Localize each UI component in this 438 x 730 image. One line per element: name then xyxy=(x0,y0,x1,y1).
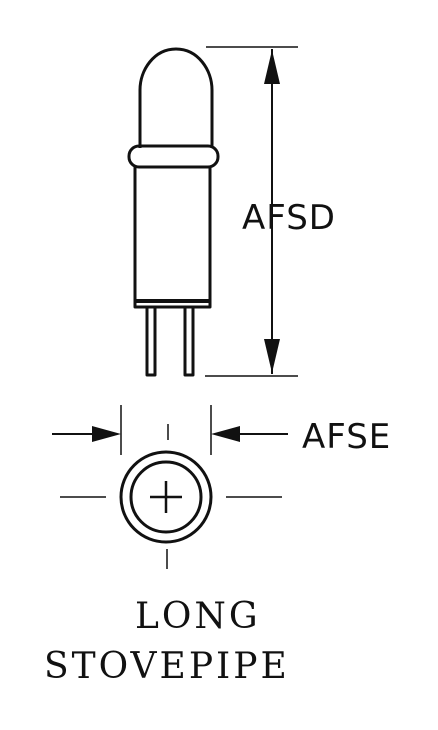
caption-line-1: LONG xyxy=(135,596,261,637)
end-view-outer-ring xyxy=(119,450,213,544)
lamp-pin-right xyxy=(183,307,195,377)
lamp-end-view xyxy=(52,405,288,569)
height-dimension xyxy=(205,46,298,377)
diameter-dimension-label: AFSE xyxy=(302,417,391,457)
arrowhead-left xyxy=(211,426,240,442)
arrowhead-right xyxy=(92,426,121,442)
lamp-collar xyxy=(127,144,220,169)
lamp-side-view xyxy=(127,47,220,377)
lamp-body xyxy=(133,167,212,309)
lamp-pin-left xyxy=(145,307,157,377)
arrowhead-up xyxy=(264,50,280,84)
caption-line-2: STOVEPIPE xyxy=(44,646,290,687)
height-dimension-label: AFSD xyxy=(242,198,336,238)
arrowhead-down xyxy=(264,339,280,373)
end-view-inner-ring xyxy=(129,460,203,534)
lamp-dome xyxy=(138,47,214,148)
